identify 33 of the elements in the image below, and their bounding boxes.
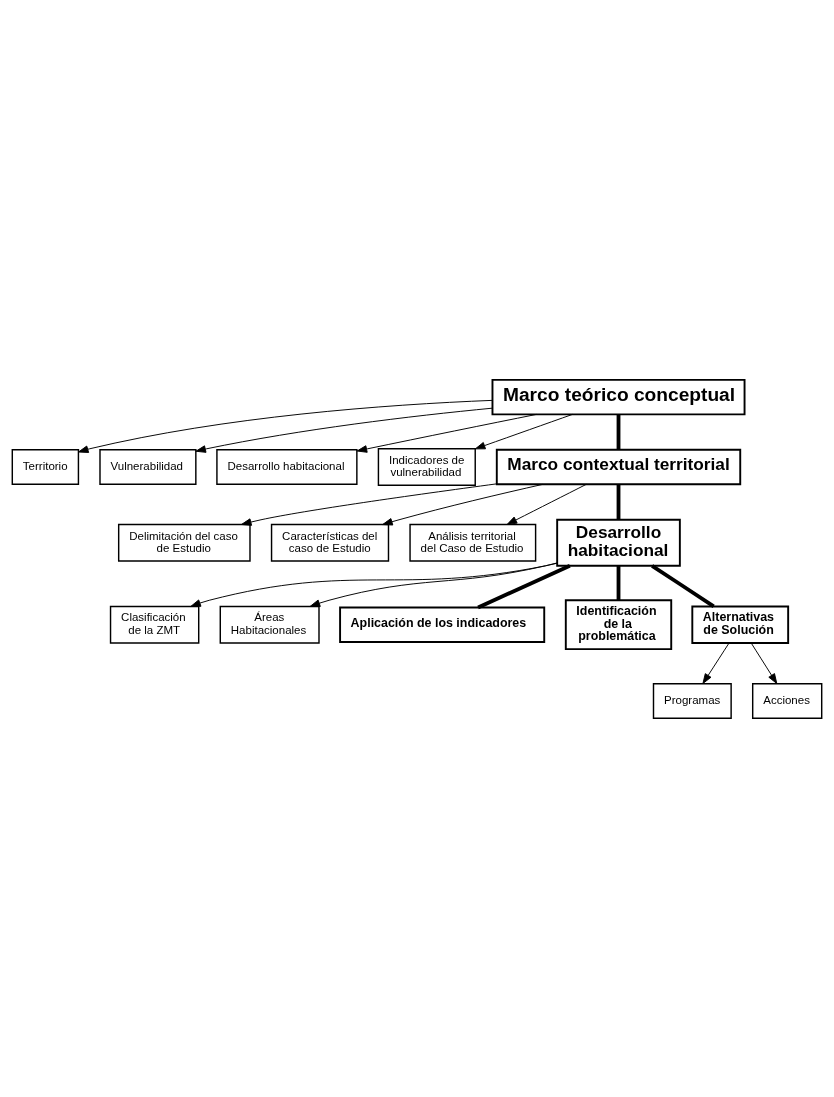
arrow — [190, 562, 558, 607]
node-box: Delimitación del caso de Estudio — [117, 523, 251, 562]
node-box: Acciones — [752, 682, 823, 719]
node-box: Áreas Habitacionales — [219, 605, 320, 644]
arrow — [474, 413, 574, 449]
arrow — [750, 642, 778, 684]
node-box: Desarrollo habitacional — [216, 448, 358, 485]
node-box: Marco contextual territorial — [495, 448, 742, 485]
connector — [651, 563, 715, 608]
arrow — [309, 562, 558, 607]
arrow — [195, 407, 493, 453]
connector — [616, 414, 621, 450]
connector — [616, 483, 621, 520]
node-box: Análisis territorial del Caso de Estudio — [409, 523, 537, 562]
node-box: Identificación de la problemática — [564, 598, 673, 650]
node-box: Territorio — [11, 448, 80, 485]
connector — [477, 563, 571, 609]
node-box: Vulnerabilidad — [99, 448, 197, 485]
arrow — [241, 482, 498, 526]
arrow — [702, 642, 730, 684]
arrow — [78, 399, 493, 453]
node-box: Indicadores de vulnerabilidad — [377, 447, 476, 486]
arrow — [382, 483, 544, 525]
node-box: Clasificación de la ZMT — [109, 605, 200, 644]
connector — [616, 565, 621, 600]
node-box: Programas — [652, 682, 732, 719]
arrow — [356, 413, 537, 453]
node-box: Alternativas de Solución — [691, 605, 790, 644]
node-box: Aplicación de los indicadores — [339, 606, 546, 643]
node-box: Desarrollo habitacional — [556, 518, 681, 567]
arrow — [506, 483, 587, 525]
node-box: Características del caso de Estudio — [270, 523, 390, 562]
node-box: Marco teórico conceptual — [491, 378, 746, 415]
